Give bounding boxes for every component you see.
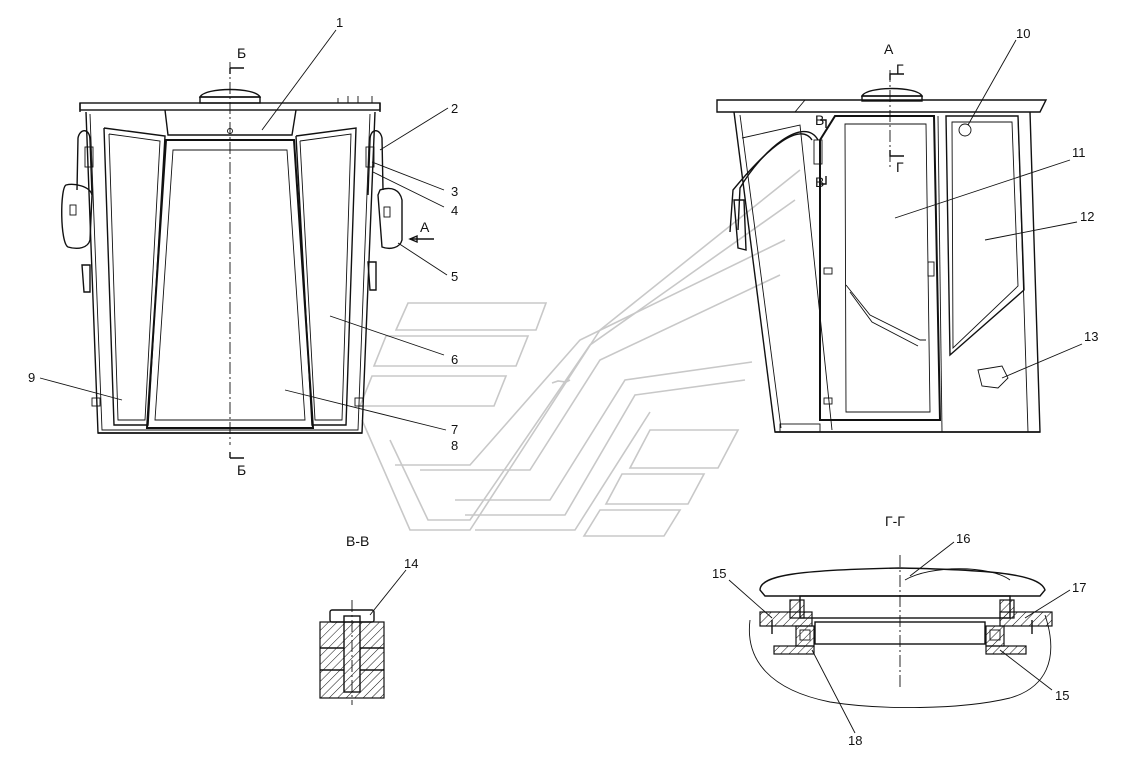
callout-17: 17 (1072, 580, 1086, 595)
callout-13: 13 (1084, 329, 1098, 344)
callout-10: 10 (1016, 26, 1030, 41)
callout-12: 12 (1080, 209, 1094, 224)
callout-7: 7 (451, 422, 458, 437)
section-v-bottom-label: В (815, 174, 824, 190)
callout-11: 11 (1072, 145, 1086, 160)
callout-1: 1 (336, 15, 343, 30)
callout-16: 16 (956, 531, 970, 546)
callout-4: 4 (451, 203, 458, 218)
section-vv-detail (319, 600, 385, 705)
view-a-title: А (884, 41, 894, 57)
side-view (716, 70, 1048, 433)
callout-15-bottom: 15 (1055, 688, 1069, 703)
callout-9: 9 (28, 370, 35, 385)
cut-g-mid-label: Г (896, 159, 904, 175)
callout-8: 8 (451, 438, 458, 453)
arrow-a-label: А (420, 219, 430, 235)
front-view (61, 62, 434, 459)
section-vv-title: В-В (346, 533, 369, 549)
callout-labels: 1 2 3 4 5 6 7 8 9 10 11 12 13 14 15 16 1… (28, 15, 1098, 748)
callout-2: 2 (451, 101, 458, 116)
section-gg-detail (748, 555, 1053, 709)
section-gg-title: Г-Г (885, 513, 905, 529)
watermark-logo (358, 169, 801, 537)
callout-5: 5 (451, 269, 458, 284)
cut-b-top-label: Б (237, 45, 246, 61)
callout-3: 3 (451, 184, 458, 199)
leader-lines (39, 29, 1083, 734)
section-v-top-label: В (815, 112, 824, 128)
callout-15-top: 15 (712, 566, 726, 581)
cut-g-top-label: Г (896, 61, 904, 77)
callout-18: 18 (848, 733, 862, 748)
callout-14: 14 (404, 556, 418, 571)
callout-6: 6 (451, 352, 458, 367)
cut-b-bottom-label: Б (237, 462, 246, 478)
